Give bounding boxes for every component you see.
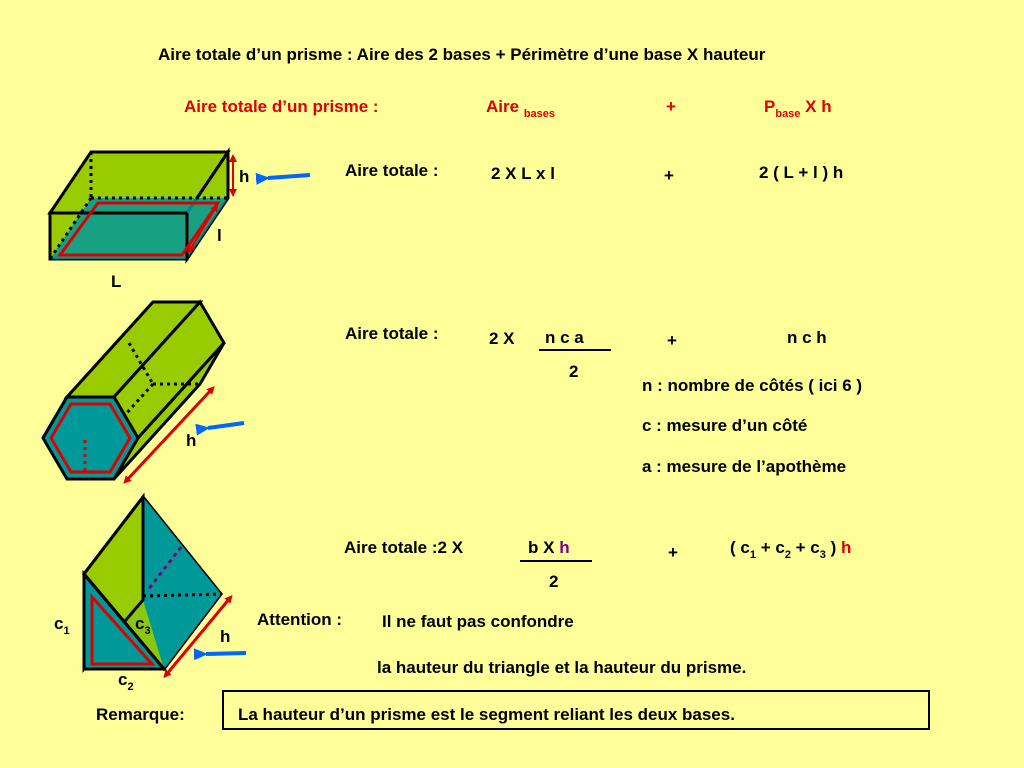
attention-label: Attention :: [257, 610, 342, 629]
lat-p2: + c: [790, 538, 820, 557]
hex-fraction-bar: [539, 349, 611, 351]
box-h-label: h: [239, 167, 250, 186]
p-subscript: base: [775, 108, 801, 120]
hex-note-n: n : nombre de côtés ( ici 6 ): [642, 376, 863, 395]
tri-numerator: b X h: [528, 538, 570, 558]
box-lateral-term: 2 ( L + l ) h: [759, 163, 844, 182]
hex-height-arrow: [123, 386, 215, 484]
lat-close: ): [825, 538, 837, 557]
hex-aire-label: Aire totale :: [345, 324, 439, 343]
lat-sub3: 3: [819, 549, 826, 561]
tri-lateral-term: ( c1 + c2 + c3 ) h: [730, 538, 852, 561]
box-aire-label: Aire totale :: [345, 161, 439, 180]
rectangular-prism: [47, 147, 311, 264]
lat-sub2: 2: [784, 549, 791, 561]
tri-prism-teal-face: [143, 497, 221, 669]
hex-base: [41, 395, 140, 481]
remarque-label: Remarque:: [96, 705, 185, 724]
tri-fraction-bar: [520, 560, 592, 562]
box-bases-term: 2 X L x l: [491, 164, 555, 183]
hex-base-outline-red: [49, 402, 132, 474]
box-l-label: l: [217, 226, 222, 245]
formula-aire-bases: Aire bases: [486, 97, 556, 120]
lat-h: h: [841, 538, 852, 557]
hidden-edge: [127, 342, 155, 385]
tri-num-h: h: [559, 538, 570, 557]
box-L-label: L: [111, 272, 122, 291]
hex-h-label: h: [186, 431, 197, 450]
attention-line1: Il ne faut pas confondre: [382, 612, 574, 631]
blue-arrow-h1: [255, 172, 311, 185]
lat-open: ( c: [730, 538, 750, 557]
tri-height-arrow: [163, 594, 233, 679]
hidden-edge: [142, 592, 222, 598]
hex-two-x: 2 X: [489, 329, 515, 348]
hex-denominator: 2: [569, 362, 579, 381]
triangular-prism: [82, 492, 247, 679]
tri-plus: +: [668, 543, 678, 562]
remarque-text: La hauteur d’un prisme est le segment re…: [238, 705, 735, 724]
tri-h-label: h: [220, 627, 231, 646]
hex-plus: +: [667, 331, 677, 350]
hex-note-c: c : mesure d’un côté: [642, 416, 808, 435]
header-formula: Aire totale d’un prisme : Aire des 2 bas…: [158, 45, 766, 64]
formula-label: Aire totale d’un prisme :: [184, 97, 379, 116]
tri-c1-label: c1: [54, 614, 70, 637]
tri-edge: [82, 573, 166, 670]
tri-c3-label: c3: [135, 614, 151, 637]
tri-aire-label: Aire totale :2 X: [344, 538, 464, 557]
c3-letter: c: [135, 614, 145, 633]
hidden-edge: [48, 197, 93, 260]
base-outline-red: [57, 201, 221, 257]
formula-perimeter: Pbase X h: [764, 97, 832, 120]
lat-sub1: 1: [749, 549, 756, 561]
c2-letter: c: [118, 670, 128, 689]
hexagonal-prism: [41, 299, 245, 484]
p-text: P: [764, 97, 776, 116]
c1-subscript: 1: [63, 625, 70, 637]
tri-num-b: b X: [528, 538, 555, 557]
xh-text: X h: [805, 97, 832, 116]
c2-subscript: 2: [127, 681, 134, 693]
lat-p1: + c: [755, 538, 785, 557]
hex-note-a: a : mesure de l’apothème: [642, 457, 847, 476]
tri-c2-label: c2: [118, 670, 134, 693]
c3-subscript: 3: [144, 625, 151, 637]
blue-arrow-h3: [193, 648, 247, 661]
attention-line2: la hauteur du triangle et la hauteur du …: [377, 658, 747, 677]
aire-subscript: bases: [523, 108, 556, 120]
c1-letter: c: [54, 614, 64, 633]
aire-text: Aire: [486, 97, 520, 116]
remarque-box: [222, 690, 930, 730]
tri-denominator: 2: [549, 572, 559, 591]
formula-plus: +: [666, 97, 676, 116]
triangle-height-dotted: [146, 546, 183, 591]
box-plus: +: [664, 166, 674, 185]
width-arrow: [187, 203, 219, 254]
triangle-outline-red: [90, 593, 156, 666]
hex-numerator: n c a: [545, 328, 584, 347]
blue-arrow-h2: [195, 421, 245, 436]
hex-lateral-term: n c h: [787, 328, 827, 347]
